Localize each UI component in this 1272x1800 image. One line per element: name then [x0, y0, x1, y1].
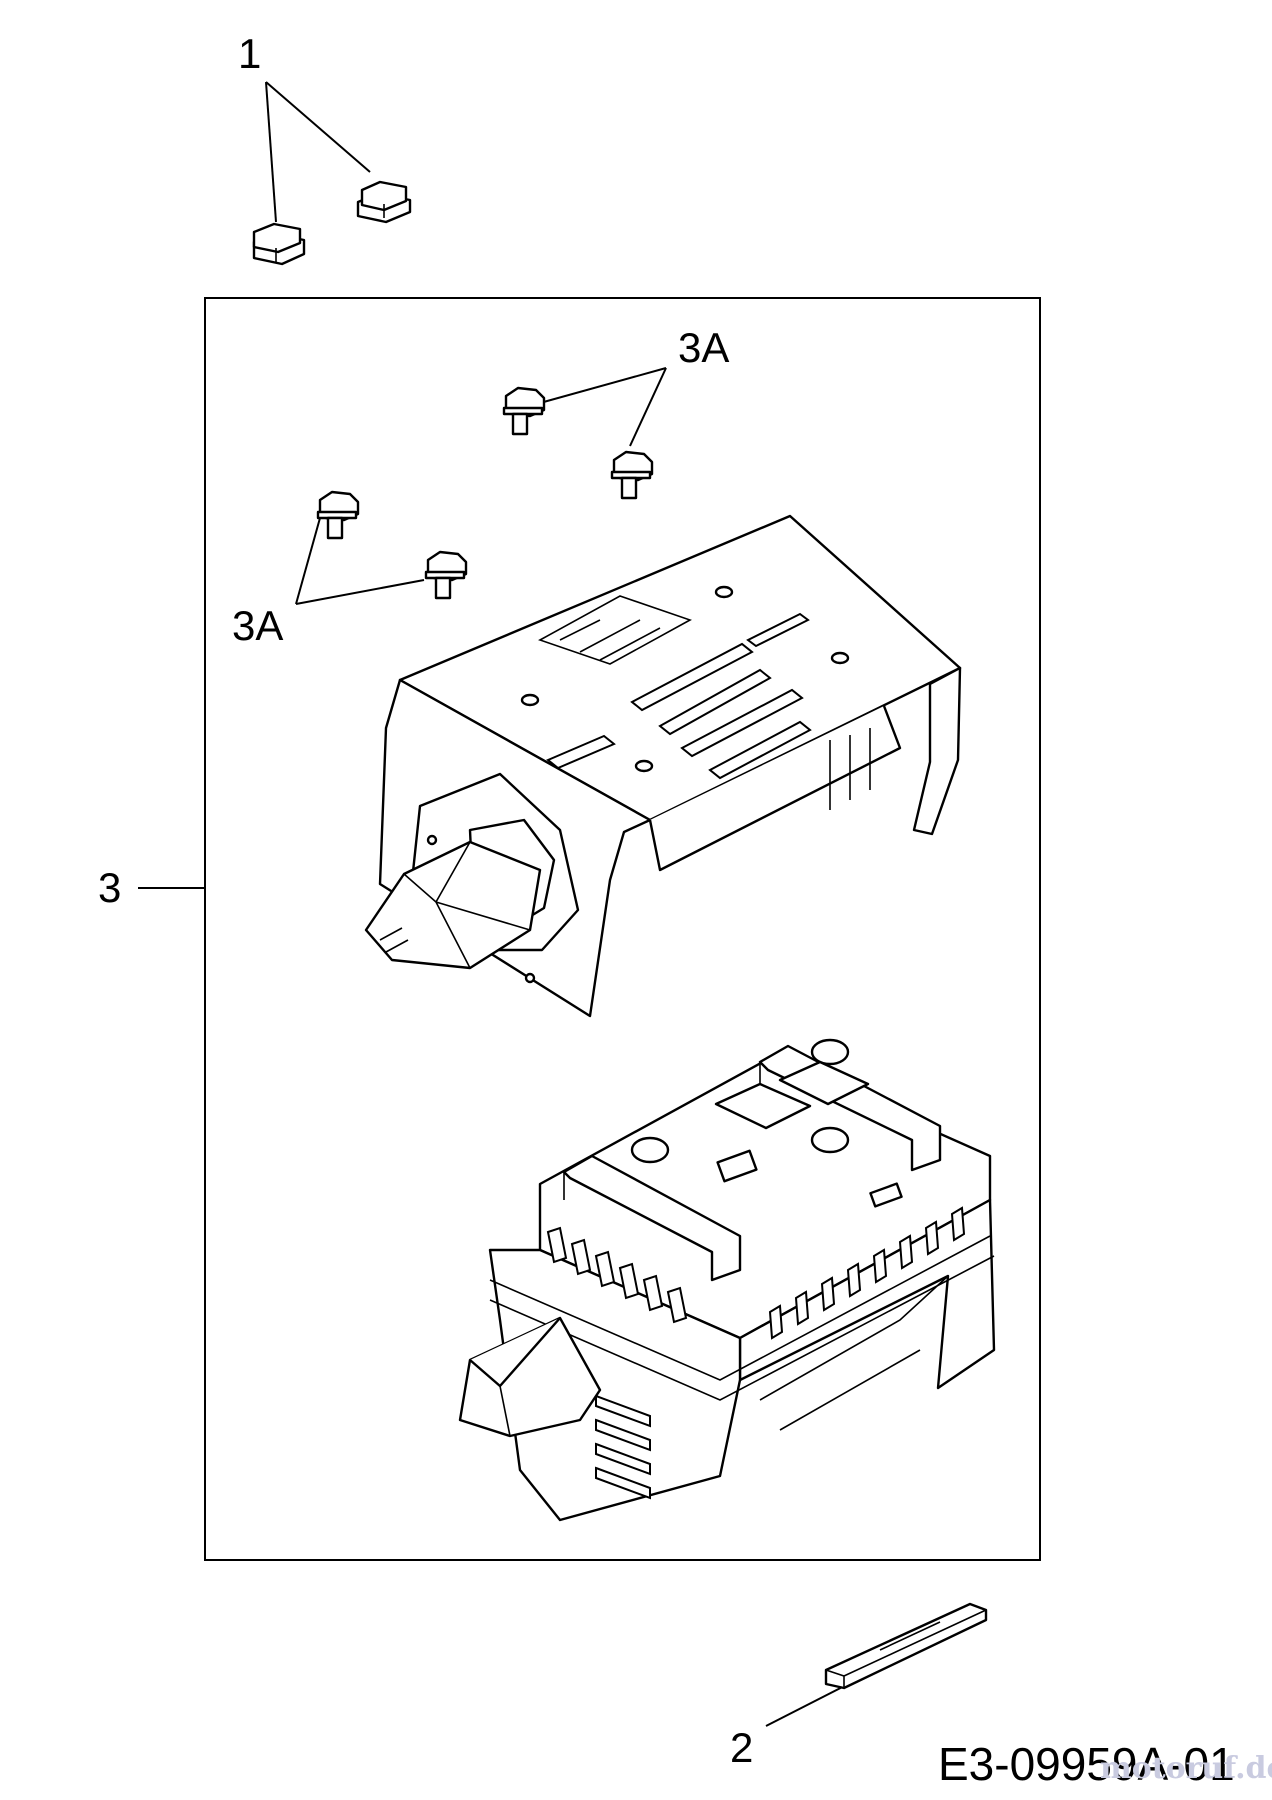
hex-nut-icon	[356, 180, 412, 224]
assembly-box	[204, 297, 1041, 1561]
callout-3-label: 3	[98, 864, 121, 911]
drawing-code: E3-09959A-01	[938, 1738, 1235, 1790]
hex-nut-icon	[252, 222, 306, 266]
flange-bolt-icon	[316, 490, 360, 540]
flange-bolt-icon	[502, 386, 546, 436]
flange-bolt-icon	[424, 550, 468, 600]
flange-bolt-icon	[610, 450, 654, 500]
callout-1-group: 1	[238, 30, 412, 266]
callout-3-group: 3	[98, 864, 205, 911]
callout-3a-lower-group: 3A	[232, 490, 468, 649]
gasket-icon	[824, 1602, 988, 1690]
callout-2-group: 2	[730, 1602, 988, 1771]
callout-2-label: 2	[730, 1724, 753, 1771]
callout-3a-upper-group: 3A	[502, 324, 729, 500]
callout-3a-lower-label: 3A	[232, 602, 283, 649]
heat-shield-icon	[364, 514, 962, 1018]
muffler-icon	[458, 1038, 996, 1522]
callout-3a-upper-label: 3A	[678, 324, 729, 371]
watermark: motoruf.de	[1100, 1751, 1272, 1786]
callout-1-label: 1	[238, 30, 261, 77]
